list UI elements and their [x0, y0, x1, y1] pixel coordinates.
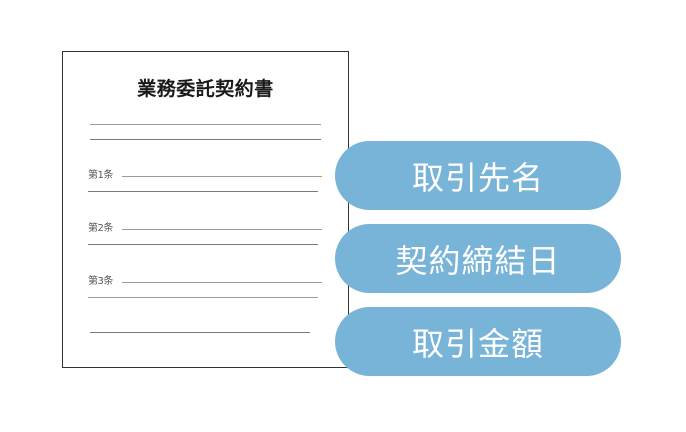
field-pill-transaction-amount: 取引金額 [335, 307, 621, 376]
pill-label: 取引金額 [411, 324, 544, 363]
article-2-line [122, 229, 322, 230]
article-1-label: 第1条 [88, 170, 113, 181]
blank-line [90, 332, 310, 333]
blank-line [88, 244, 318, 245]
pill-label: 取引先名 [411, 158, 544, 197]
pill-label: 契約締結日 [395, 241, 561, 280]
contract-document: 業務委託契約書 第1条 第2条 第3条 [62, 51, 349, 368]
article-3-label: 第3条 [88, 276, 113, 287]
blank-line [90, 139, 321, 140]
field-pill-client-name: 取引先名 [335, 141, 621, 210]
article-2-label: 第2条 [88, 223, 113, 234]
document-title: 業務委託契約書 [137, 78, 274, 100]
blank-line [88, 191, 318, 192]
blank-line [90, 124, 321, 125]
article-1-line [122, 176, 322, 177]
article-3-line [122, 282, 322, 283]
field-pill-contract-date: 契約締結日 [335, 224, 621, 293]
blank-line [88, 297, 318, 298]
